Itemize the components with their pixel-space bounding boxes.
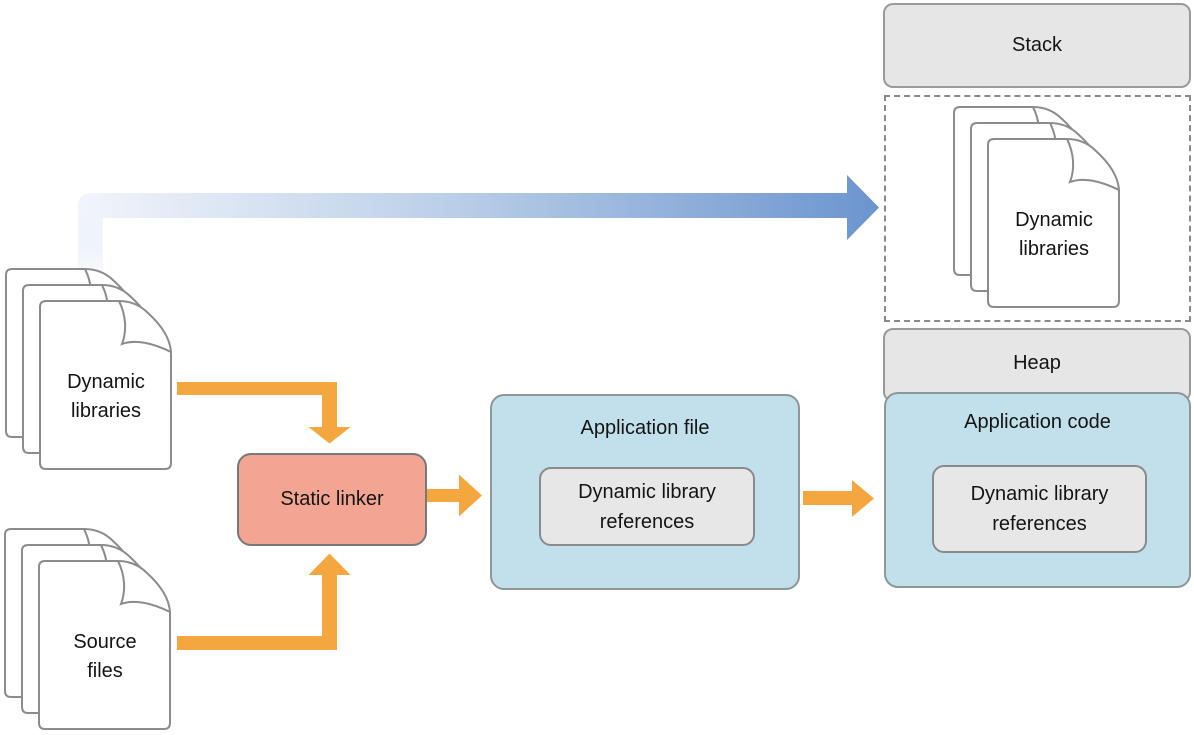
arrow-application-file-to-heap-icon	[803, 480, 874, 517]
stack-box: Stack	[883, 3, 1191, 88]
static-linker-box: Static linker	[237, 453, 427, 546]
code-references-line1: Dynamic library	[970, 483, 1109, 505]
arrow-source-files-to-linker-icon	[177, 553, 351, 650]
file-references-line1: Dynamic library	[578, 480, 716, 503]
file-references-line2: references	[599, 510, 695, 533]
application-code-title: Application code	[964, 411, 1111, 433]
heap-label: Heap	[1013, 352, 1061, 374]
arrow-linker-to-application-file-icon	[427, 474, 482, 517]
dynamic-libraries-label-line2: libraries	[70, 400, 142, 422]
static-linker-label: Static linker	[280, 488, 384, 510]
dynamic-libraries-label-line1: Dynamic	[67, 371, 145, 393]
file-dynamic-library-references-box: Dynamic library references	[539, 467, 755, 546]
application-file-title: Application file	[580, 417, 710, 439]
loaded-dynamic-libraries-label: Dynamic libraries	[987, 138, 1121, 308]
loaded-dynamic-libraries-label-line1: Dynamic	[1015, 209, 1093, 231]
heap-box: Heap	[883, 328, 1191, 402]
source-files-label: Source files	[38, 560, 172, 730]
stack-label: Stack	[1011, 34, 1063, 56]
source-files-label-line1: Source	[73, 631, 137, 653]
arrow-dynamic-libraries-to-linker-icon	[177, 382, 351, 444]
loaded-dynamic-libraries-label-line2: libraries	[1018, 238, 1090, 260]
code-references-line2: references	[992, 513, 1087, 535]
source-files-label-line2: files	[87, 660, 123, 682]
dynamic-libraries-label: Dynamic libraries	[39, 300, 173, 470]
dynamic-loader-arrow-icon	[78, 175, 879, 292]
loaded-libraries-region	[884, 95, 1191, 322]
application-code-box: Application code Dynamic library referen…	[884, 392, 1191, 588]
application-file-box: Application file Dynamic library referen…	[490, 394, 800, 590]
code-dynamic-library-references-box: Dynamic library references	[932, 465, 1147, 553]
